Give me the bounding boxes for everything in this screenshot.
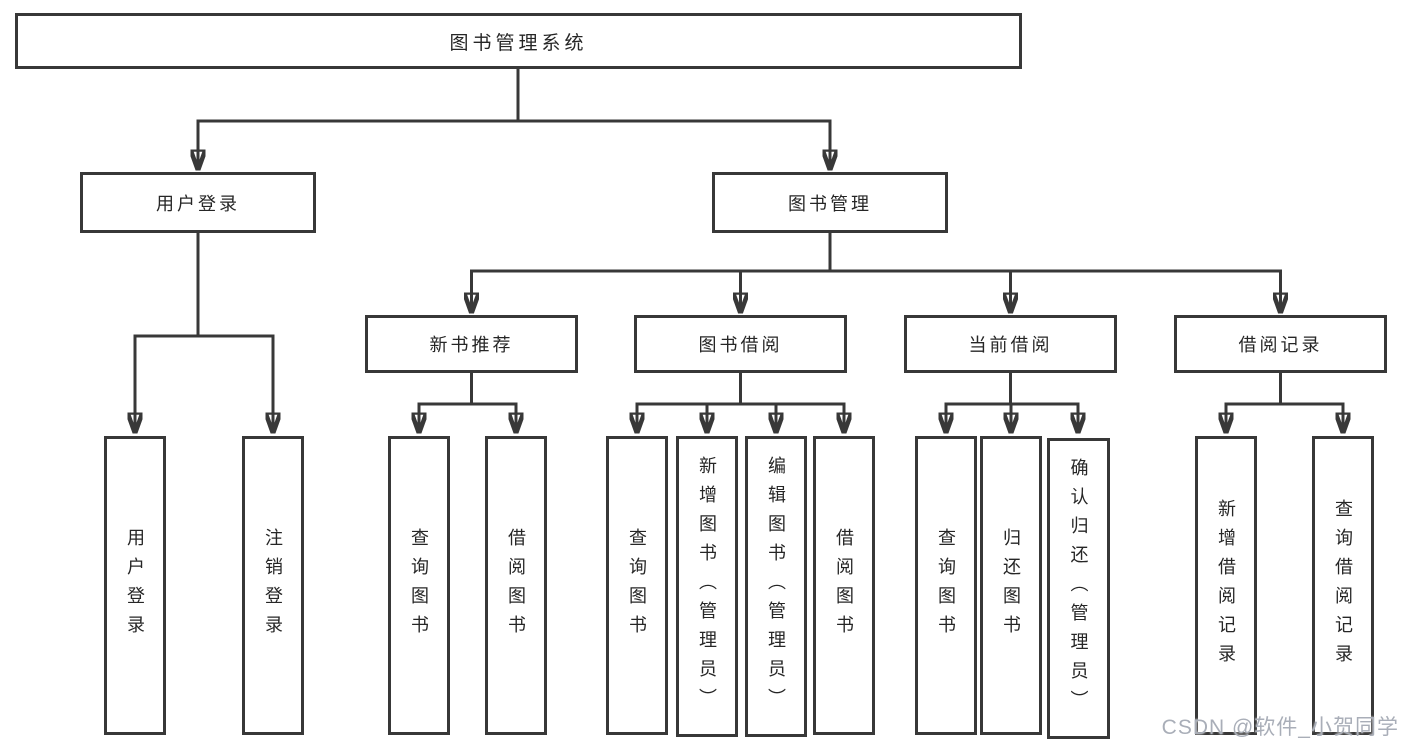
leaf-borrow-borrow-books: 借阅图书 bbox=[813, 436, 875, 735]
leaf-recommend-borrow-books: 借阅图书 bbox=[485, 436, 547, 735]
node-user-login: 用户登录 bbox=[80, 172, 316, 233]
node-borrow-records: 借阅记录 bbox=[1174, 315, 1387, 373]
leaf-borrow-edit-books-admin: 编辑图书（管理员） bbox=[745, 436, 807, 737]
leaf-logout: 注销登录 bbox=[242, 436, 304, 735]
leaf-borrow-add-books-admin: 新增图书（管理员） bbox=[676, 436, 738, 737]
leaf-records-add-record: 新增借阅记录 bbox=[1195, 436, 1257, 735]
leaf-current-confirm-return-admin: 确认归还（管理员） bbox=[1047, 438, 1110, 739]
node-book-management: 图书管理 bbox=[712, 172, 948, 233]
node-library-system: 图书管理系统 bbox=[15, 13, 1022, 69]
leaf-records-query-record: 查询借阅记录 bbox=[1312, 436, 1374, 735]
leaf-borrow-query-books: 查询图书 bbox=[606, 436, 668, 735]
node-current-borrow: 当前借阅 bbox=[904, 315, 1117, 373]
leaf-current-query-books: 查询图书 bbox=[915, 436, 977, 735]
leaf-user-login: 用户登录 bbox=[104, 436, 166, 735]
node-book-borrow: 图书借阅 bbox=[634, 315, 847, 373]
leaf-current-return-books: 归还图书 bbox=[980, 436, 1042, 735]
node-new-book-recommend: 新书推荐 bbox=[365, 315, 578, 373]
leaf-recommend-query-books: 查询图书 bbox=[388, 436, 450, 735]
